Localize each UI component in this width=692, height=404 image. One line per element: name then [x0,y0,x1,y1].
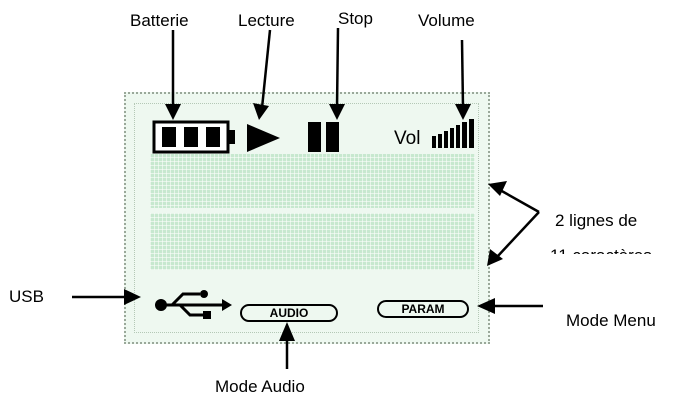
battery-icon [152,120,235,154]
callout-arrows [72,27,543,369]
label-mode-menu: Mode Menu [566,311,656,330]
param-button[interactable]: PARAM [377,300,469,318]
label-usb: USB [9,287,44,306]
usb-icon [155,290,232,319]
label-cut-mask [540,254,692,266]
label-lecture: Lecture [238,11,295,30]
label-volume: Volume [418,11,475,30]
audio-button[interactable]: AUDIO [240,304,338,322]
row-divider [150,208,475,213]
label-mode-audio: Mode Audio [215,377,305,396]
label-stop: Stop [338,9,373,28]
label-lignes-line1: 2 lignes de [555,211,638,230]
stop-icon [308,122,339,152]
lcd-inner-border [134,103,479,333]
vol-text: Vol [394,128,421,149]
label-batterie: Batterie [130,11,189,30]
play-icon [247,124,280,152]
volume-bars-icon [432,119,474,148]
